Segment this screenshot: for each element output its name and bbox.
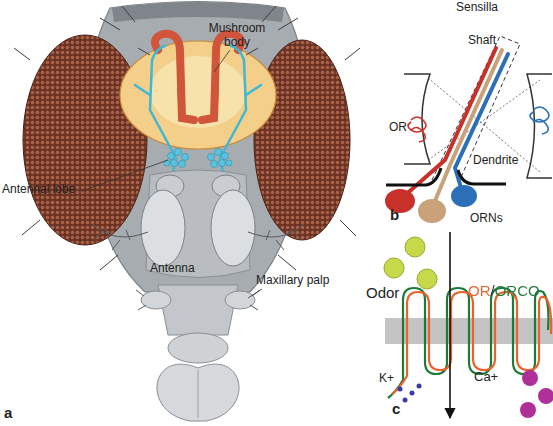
cuticle: [386, 168, 441, 185]
orn-soma-blue: [451, 185, 477, 207]
compound-eye: [23, 35, 147, 245]
leader-line: [82, 160, 168, 191]
neuron-path: [246, 85, 261, 95]
panel-letter: b: [390, 206, 399, 223]
bristle: [14, 48, 360, 236]
glomerulus: [168, 153, 175, 160]
membrane-section: [527, 74, 552, 178]
labellum-groove: [198, 370, 199, 418]
panel-letter: a: [4, 404, 12, 421]
sensillum: [385, 36, 552, 223]
arista-hairs: [266, 228, 302, 250]
neuron-path: [220, 46, 246, 158]
structure-label: Shaft: [468, 34, 496, 48]
orn-soma-tan: [418, 199, 446, 223]
palp-hairs: [136, 290, 260, 310]
odor-molecule: [384, 258, 404, 278]
orn-soma-red: [385, 189, 415, 213]
head-top-band: [112, 2, 284, 22]
receptor-squiggle: [530, 107, 549, 134]
antenna-funiculus: [211, 190, 255, 266]
brain-center: [150, 56, 246, 128]
glomerulus: [179, 161, 186, 168]
proboscis-base: [158, 285, 238, 335]
receptor-channel: [384, 232, 553, 418]
fly-head: [14, 2, 360, 422]
calcium-ion: [522, 370, 538, 386]
or-helix: [392, 292, 551, 394]
maxillary-palp: [141, 291, 171, 309]
leader-line: [214, 50, 230, 72]
antennal-lobe-glomeruli: [164, 149, 232, 168]
structure-label: ORNs: [470, 212, 503, 226]
leader-line: [248, 289, 262, 298]
panel-letter: c: [392, 400, 400, 417]
neuron-path: [135, 85, 150, 95]
odor-molecule: [405, 237, 425, 257]
calcium-ion: [520, 402, 536, 418]
structure-label: Mushroom body: [204, 22, 270, 50]
arista: [92, 224, 304, 250]
glomerulus: [208, 154, 215, 161]
odor-molecule: [417, 269, 437, 289]
bristle: [100, 6, 298, 270]
receptor-label: OR/ORCO: [468, 282, 540, 299]
arista-stalk: [248, 224, 304, 237]
mushroom-body-lobe: [180, 88, 216, 118]
glomerulus: [171, 160, 178, 167]
panel-heading: Sensilla: [456, 1, 498, 15]
arista-stalk: [92, 224, 148, 237]
glomerulus: [226, 160, 232, 166]
structure-label: Maxillary palp: [256, 274, 329, 288]
ion-label: K+: [379, 372, 394, 386]
calcium-ion: [538, 388, 553, 404]
molecule-label: Odor: [366, 284, 399, 301]
glomerulus: [215, 149, 222, 156]
maxillary-palp: [225, 291, 255, 309]
ion-label: Ca+: [474, 370, 498, 385]
glomerulus: [219, 160, 226, 167]
proboscis-knob: [168, 333, 228, 363]
projection-neuron: [135, 46, 261, 190]
leader-lines: [82, 50, 262, 298]
structure-label: Dendrite: [473, 154, 518, 168]
glomerulus: [182, 154, 189, 161]
cuticle: [458, 170, 506, 184]
brain: [120, 41, 276, 149]
structure-label: Antenna: [150, 262, 195, 276]
glomerulus: [175, 149, 182, 156]
arista-hairs: [94, 228, 130, 250]
dendrite-blue: [455, 54, 508, 194]
potassium-ion: [398, 387, 403, 392]
glomerulus: [211, 161, 218, 168]
receptor-squiggle: [408, 117, 426, 142]
bristles: [14, 6, 360, 270]
membrane-section: [404, 74, 430, 164]
antenna-funiculus: [141, 190, 185, 266]
ion-flow-arrow: [449, 232, 451, 418]
glomerulus: [222, 153, 229, 160]
potassium-ion: [403, 398, 408, 403]
potassium-ion: [410, 391, 415, 396]
structure-label: Antennal lobe: [2, 183, 75, 197]
potassium-ion: [417, 384, 422, 389]
dendrite-red: [402, 48, 496, 198]
neuron-path: [150, 46, 176, 158]
labellum: [157, 364, 239, 421]
orco-helix: [388, 288, 548, 398]
structure-label: OR: [389, 121, 407, 135]
compound-eye: [254, 40, 350, 240]
